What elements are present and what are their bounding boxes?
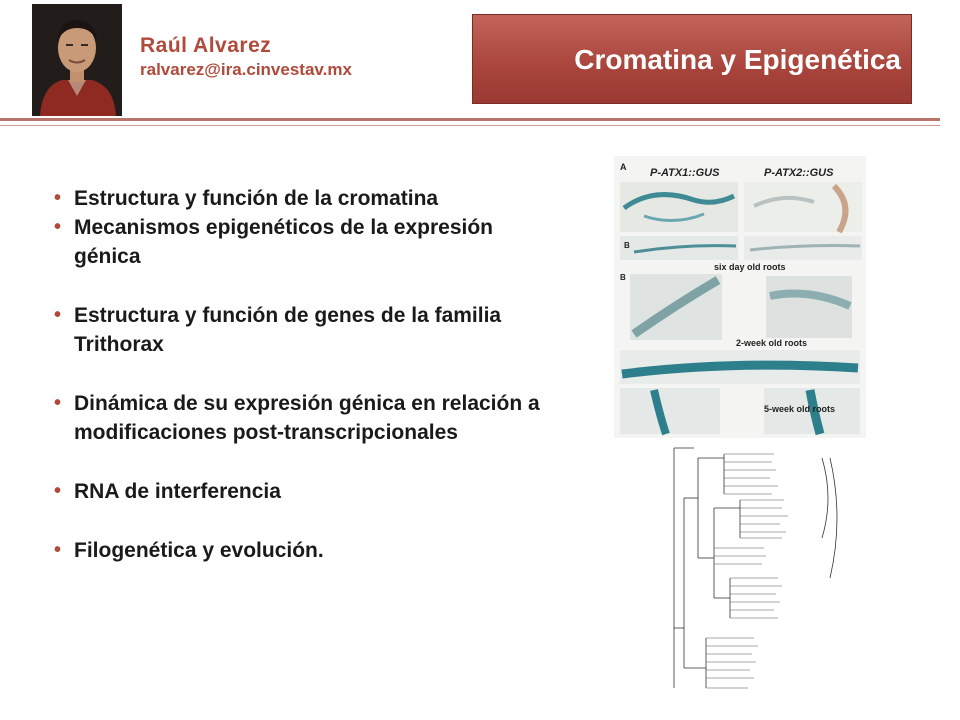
panel-label-a: A (620, 162, 627, 172)
author-email[interactable]: ralvarez@ira.cinvestav.mx (140, 60, 352, 79)
panel-label-b1: B (624, 241, 630, 250)
phylogenetic-tree-image (654, 438, 858, 698)
slide-title: Cromatina y Epigenética (574, 44, 901, 75)
author-photo (32, 4, 122, 116)
gus-label-atx1: P-ATX1::GUS (650, 167, 720, 179)
gus-staining-figure: A P-ATX1::GUS P-ATX2::GUS B six day old … (614, 156, 866, 438)
label-five-week: 5-week old roots (764, 404, 835, 414)
header-divider (0, 118, 940, 121)
list-item: Mecanismos epigenéticos de la expresión … (52, 213, 552, 271)
gus-staining-image: A P-ATX1::GUS P-ATX2::GUS B six day old … (614, 156, 866, 438)
list-item: Estructura y función de genes de la fami… (52, 301, 552, 359)
label-two-week: 2-week old roots (736, 338, 807, 348)
list-item: Filogenética y evolución. (52, 536, 552, 565)
label-six-day: six day old roots (714, 262, 786, 272)
gus-label-atx2: P-ATX2::GUS (764, 167, 834, 179)
header-divider-thin (0, 125, 940, 126)
portrait-image (32, 4, 122, 116)
author-name: Raúl Alvarez (140, 34, 272, 57)
panel-label-b2: B (620, 273, 626, 282)
list-item: RNA de interferencia (52, 477, 552, 506)
topic-list: Estructura y función de la cromatina Mec… (52, 184, 552, 565)
list-item: Dinámica de su expresión génica en relac… (52, 389, 552, 447)
phylogenetic-tree-figure (654, 438, 858, 698)
title-banner: Cromatina y Epigenética (472, 14, 912, 104)
list-item: Estructura y función de la cromatina (52, 184, 552, 213)
